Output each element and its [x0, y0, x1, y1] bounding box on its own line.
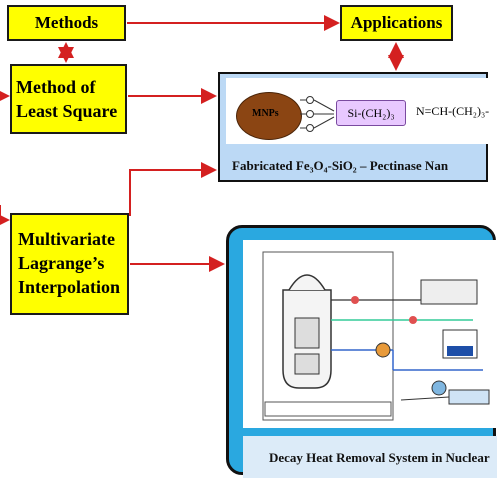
- decay-heat-schematic: [243, 240, 497, 428]
- decay-heat-panel: Decay Heat Removal System in Nuclear: [226, 225, 497, 478]
- lagrange-line-1: Multivariate: [18, 229, 115, 249]
- reactor-schematic-icon: [262, 251, 490, 421]
- lagrange-box: Multivariate Lagrange’s Interpolation: [10, 213, 129, 315]
- lagrange-line-2: Lagrange’s: [18, 253, 105, 273]
- least-square-line-1: Method of: [16, 77, 96, 97]
- decay-heat-caption: Decay Heat Removal System in Nuclear: [269, 450, 490, 465]
- least-square-box: Method of Least Square: [10, 64, 127, 134]
- applications-box: Applications: [340, 5, 453, 41]
- arrow-left-lagrange: [0, 205, 10, 228]
- silane-linker: Si-(CH₂)₃: [336, 100, 406, 126]
- connector-layer: [0, 15, 404, 272]
- applications-label: Applications: [350, 13, 443, 32]
- imine-chain-label: N=CH-(CH₂)₃-: [416, 104, 490, 118]
- methods-box: Methods: [7, 5, 126, 41]
- magnetic-nanoparticle-icon: [236, 92, 302, 140]
- oxygen-bonds-icon: [300, 96, 335, 132]
- nanoparticle-caption: Fabricated Fe₃O₄-SiO₂ – Pectinase Nan: [232, 158, 449, 173]
- mnp-label: MNPs: [252, 108, 279, 119]
- least-square-line-2: Least Square: [16, 101, 118, 121]
- lagrange-line-3: Interpolation: [18, 277, 121, 297]
- nanoparticle-figure: MNPs Si-(CH₂)₃ N=CH-(CH₂)₃-: [226, 78, 496, 144]
- decay-heat-caption-area: [243, 436, 497, 478]
- nanoparticle-panel: MNPs Si-(CH₂)₃ N=CH-(CH₂)₃- Fabricated F…: [218, 72, 496, 182]
- methods-label: Methods: [34, 13, 99, 32]
- arrow-lagrange-nanopanel: [129, 162, 217, 216]
